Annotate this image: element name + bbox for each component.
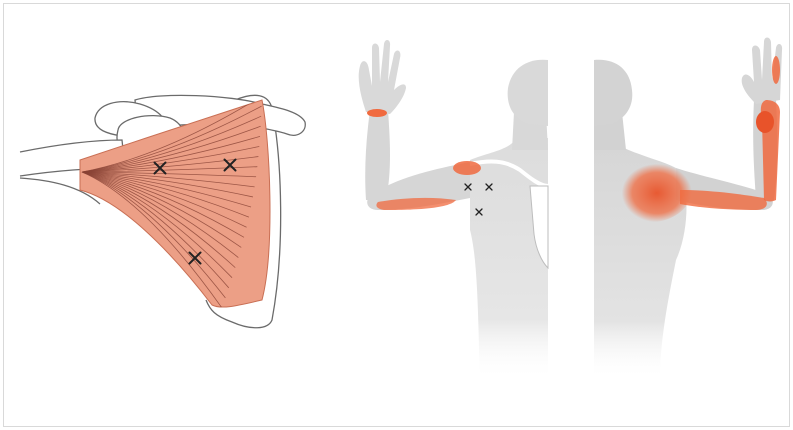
pain-zone-shoulder-front <box>453 161 481 175</box>
scapula-muscle-panel <box>20 95 305 327</box>
anterior-left-hand <box>359 40 406 114</box>
anterior-head <box>508 60 548 126</box>
anterior-torso <box>470 138 548 380</box>
pain-zone-wrist <box>367 109 387 117</box>
posterior-body-panel <box>594 38 782 381</box>
anterior-left-forearm <box>365 110 390 200</box>
anterior-body-panel <box>359 40 548 380</box>
pain-zone-posterior-wrist <box>756 111 774 133</box>
pain-zone-posterior-hand <box>772 56 780 84</box>
posterior-head <box>594 60 632 126</box>
